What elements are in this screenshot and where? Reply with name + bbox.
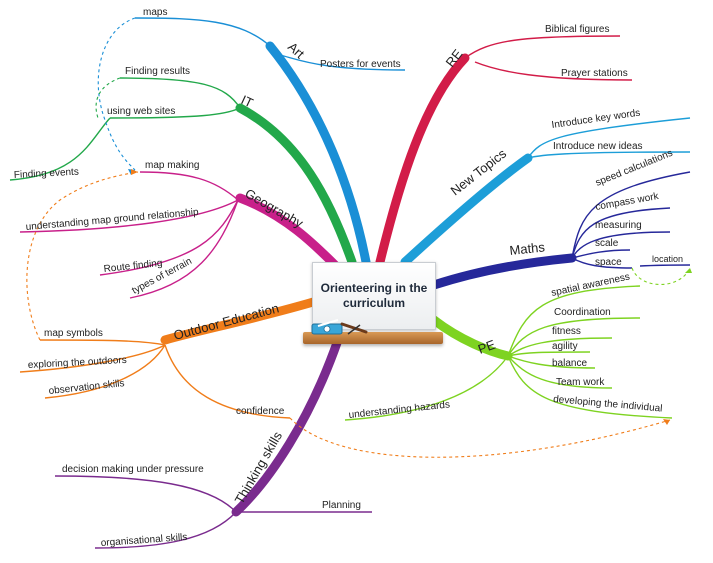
relation-mapsymbols-mapmaking bbox=[26, 171, 139, 341]
compass-icon bbox=[311, 319, 343, 335]
branch-outdoor-label[interactable]: Outdoor Education bbox=[172, 300, 281, 343]
relation-maps-to-mapmaking bbox=[97, 17, 136, 171]
leaf-map-symbols[interactable]: map symbols bbox=[44, 328, 103, 339]
leaf-scale[interactable]: scale bbox=[595, 238, 619, 249]
arrowhead-confidence bbox=[663, 419, 670, 425]
leaf-using-web-sites[interactable]: using web sites bbox=[107, 106, 175, 117]
leaf-prayer-stations[interactable]: Prayer stations bbox=[561, 68, 628, 79]
branch-outdoor-stroke bbox=[160, 295, 325, 345]
leaf-finding-results[interactable]: Finding results bbox=[125, 66, 190, 77]
branch-newtopics-label[interactable]: New Topics bbox=[448, 145, 510, 198]
relation-finding-results-events bbox=[95, 77, 121, 119]
leaf-balance[interactable]: balance bbox=[552, 358, 587, 369]
branch-art-stroke bbox=[265, 41, 371, 267]
branch-art-label[interactable]: Art bbox=[285, 39, 308, 62]
branch-thinking-stroke bbox=[231, 335, 343, 517]
leaf-agility[interactable]: agility bbox=[552, 341, 578, 352]
leaf-spatial-awareness[interactable]: spatial awareness bbox=[550, 272, 631, 299]
leaf-map-ground-relationship[interactable]: understanding map ground relationship bbox=[25, 207, 199, 233]
leaf-observation-skills[interactable]: observation skills bbox=[48, 378, 125, 397]
branch-geography-label[interactable]: Geography bbox=[243, 186, 307, 231]
branch-geography-stroke bbox=[235, 193, 341, 271]
leaf-map-making[interactable]: map making bbox=[145, 160, 199, 171]
central-topic-base bbox=[303, 332, 443, 344]
leaf-developing-the-individual[interactable]: developing the individual bbox=[553, 394, 663, 415]
central-topic-label: Orienteering in the curriculum bbox=[320, 281, 428, 310]
relation-confidence-pe bbox=[289, 417, 671, 458]
branch-maths-stroke bbox=[429, 253, 577, 290]
leaf-confidence[interactable]: confidence bbox=[236, 406, 285, 417]
central-topic[interactable]: Orienteering in the curriculum bbox=[312, 262, 436, 330]
branch-pe-stroke bbox=[429, 315, 513, 361]
branch-maths-label[interactable]: Maths bbox=[509, 239, 546, 258]
leaf-location[interactable]: location bbox=[652, 254, 683, 264]
arrowhead-symbols bbox=[131, 169, 138, 175]
branch-pe-label[interactable]: PE bbox=[476, 337, 498, 357]
leaf-understanding-hazards[interactable]: understanding hazards bbox=[348, 399, 450, 421]
branch-newtopics-stroke bbox=[400, 153, 533, 267]
leaf-posters-for-events[interactable]: Posters for events bbox=[320, 59, 401, 70]
arrowhead-location bbox=[685, 268, 692, 273]
leaf-coordination[interactable]: Coordination bbox=[554, 307, 611, 318]
leaf-introduce-new-ideas[interactable]: Introduce new ideas bbox=[553, 141, 643, 152]
leaf-space[interactable]: space bbox=[595, 257, 622, 268]
leaf-biblical-figures[interactable]: Biblical figures bbox=[545, 24, 609, 35]
leaf-finding-events[interactable]: Finding events bbox=[14, 167, 80, 181]
leaf-planning[interactable]: Planning bbox=[322, 500, 361, 511]
branch-it-stroke bbox=[235, 103, 357, 267]
branch-re-stroke bbox=[375, 53, 470, 267]
leaf-decision-making[interactable]: decision making under pressure bbox=[62, 464, 204, 475]
leaf-team-work[interactable]: Team work bbox=[556, 377, 605, 388]
relation-space-location bbox=[631, 267, 691, 286]
leaf-speed-calculations[interactable]: speed calculations bbox=[594, 148, 674, 189]
leaf-measuring[interactable]: measuring bbox=[595, 220, 642, 231]
leaf-introduce-key-words[interactable]: Introduce key words bbox=[551, 108, 641, 131]
leaf-maps[interactable]: maps bbox=[143, 7, 167, 18]
leaf-fitness[interactable]: fitness bbox=[552, 326, 581, 337]
leaf-route-finding[interactable]: Route finding bbox=[103, 258, 163, 275]
leaf-exploring-the-outdoors[interactable]: exploring the outdoors bbox=[28, 355, 127, 371]
pen-icon bbox=[340, 322, 368, 335]
